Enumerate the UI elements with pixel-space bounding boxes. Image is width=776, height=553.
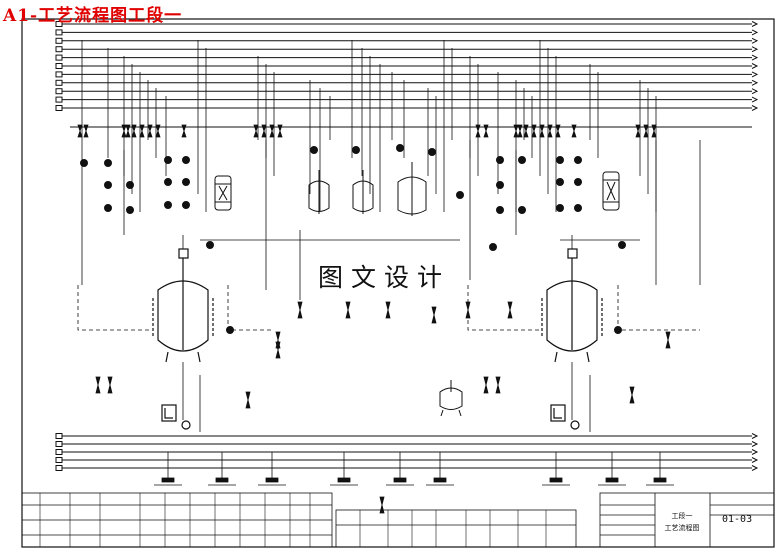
drawing-number: 01-03 xyxy=(722,514,753,525)
reactor-left xyxy=(152,248,214,363)
reactor-right xyxy=(541,248,603,363)
drawing-title-line2: 工艺流程图 xyxy=(665,523,700,532)
vessel-center-2 xyxy=(352,170,374,214)
condenser-left xyxy=(214,175,232,211)
drawing-title-line1: 工段一 xyxy=(672,511,693,520)
title-block-grid xyxy=(39,493,547,547)
outlet-tags xyxy=(154,452,674,486)
filter-right xyxy=(550,404,580,430)
instrument-symbols xyxy=(80,143,627,334)
vessel-center-3 xyxy=(397,162,427,216)
drawing-title: A1-工艺流程图工段一 xyxy=(3,6,183,26)
jacket-loops xyxy=(77,285,700,331)
vertical-pipe-drops xyxy=(81,40,701,432)
filter-left xyxy=(161,404,191,430)
header-pipe-rack xyxy=(55,21,759,128)
vessel-center-1 xyxy=(308,170,330,214)
bottom-pipe-rack xyxy=(55,433,759,471)
watermark: 图文设计 xyxy=(316,258,453,294)
receiver-drum xyxy=(439,380,463,417)
valve-symbols xyxy=(77,124,671,514)
condenser-right xyxy=(602,171,620,211)
title-block xyxy=(21,492,775,548)
